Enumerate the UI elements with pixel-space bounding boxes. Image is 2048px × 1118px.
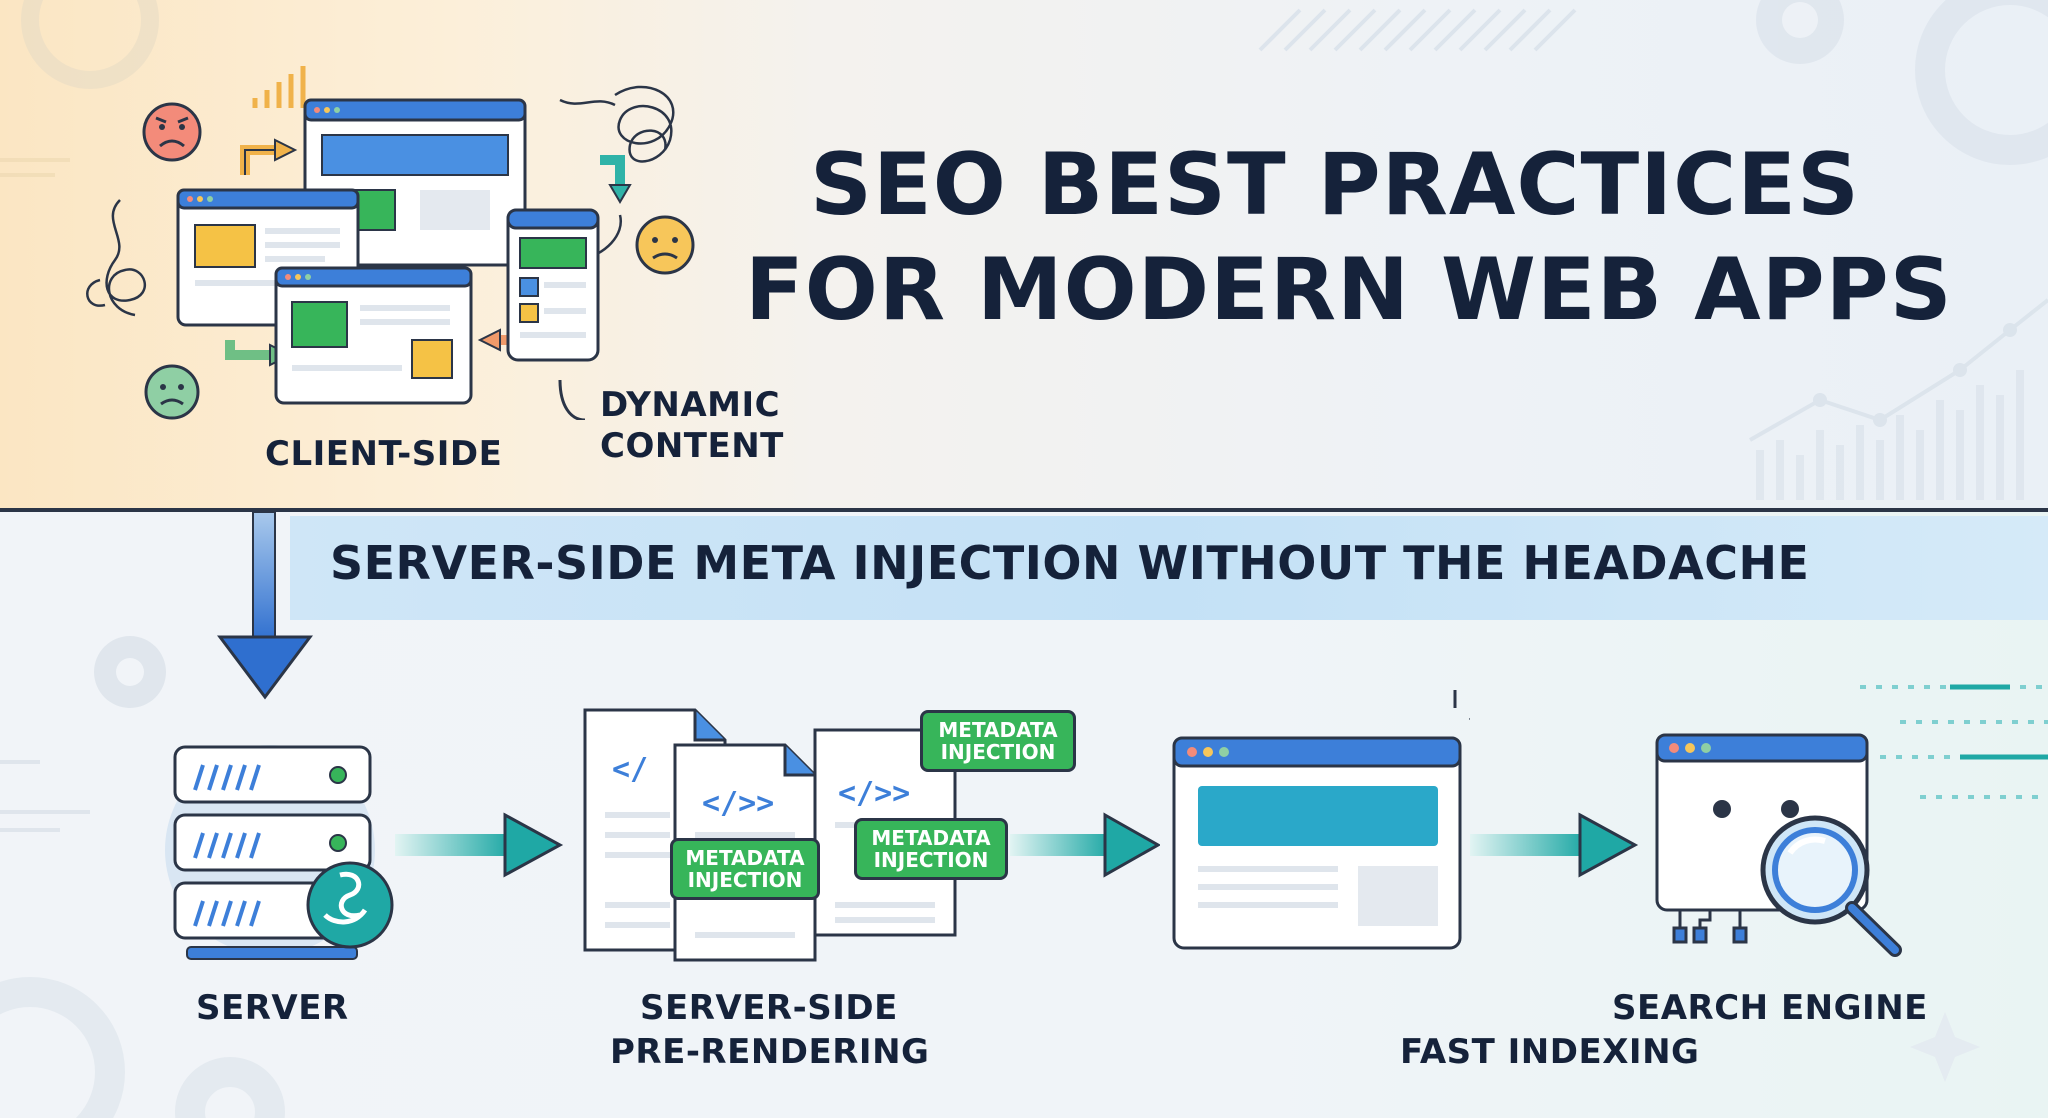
code-glyph-b: </>> — [702, 786, 775, 821]
gear-icon — [94, 636, 166, 708]
magnifier-icon — [1760, 815, 1902, 957]
tangle-scribble — [86, 85, 675, 317]
metadata-injection-tag-1: METADATA INJECTION — [920, 710, 1076, 772]
prerender-label-line1: SERVER-SIDE — [640, 988, 898, 1028]
browser-window-icon — [303, 98, 527, 267]
connector-line — [558, 379, 586, 420]
page-title-line1: SEO BEST PRACTICES — [810, 135, 1860, 235]
dynamic-content-label-line2: CONTENT — [600, 426, 784, 466]
section-divider — [0, 508, 2048, 512]
browser-window-icon — [274, 266, 473, 405]
sparkle-icon — [1910, 1012, 1980, 1082]
bottom-decor — [0, 636, 2048, 1118]
sad-face-icon — [142, 102, 202, 162]
code-glyph-c: </>> — [838, 776, 911, 811]
search-engine-label: SEARCH ENGINE — [1612, 988, 1928, 1028]
server-icon — [165, 745, 394, 960]
metadata-injection-tag-3: METADATA INJECTION — [854, 818, 1008, 880]
dynamic-content-label-line1: DYNAMIC — [600, 385, 781, 425]
signal-bars-icon — [252, 66, 306, 108]
flow-arrow-2 — [1010, 812, 1160, 878]
top-decor — [0, 0, 2048, 500]
down-arrow-icon — [217, 512, 313, 700]
search-engine-icon — [1655, 733, 1902, 957]
page-title-line2: FOR MODERN WEB APPS — [745, 240, 1953, 340]
code-glyph-a: </ — [612, 752, 649, 787]
neutral-face-icon — [144, 364, 200, 420]
gear-icon — [1756, 0, 1844, 64]
subtitle-banner — [290, 516, 2048, 620]
browser-window-icon — [1172, 690, 1470, 950]
subtitle-banner-text: SERVER-SIDE META INJECTION WITHOUT THE H… — [330, 536, 1810, 590]
metadata-injection-tag-2: METADATA INJECTION — [670, 838, 820, 900]
flow-arrow-3 — [1470, 812, 1639, 878]
flow-arrow-1 — [395, 812, 564, 878]
server-label: SERVER — [196, 988, 349, 1028]
fast-indexing-label: FAST INDEXING — [1400, 1032, 1700, 1072]
worried-face-icon — [635, 215, 695, 275]
prerender-label-line2: PRE-RENDERING — [610, 1032, 930, 1072]
client-side-label: CLIENT-SIDE — [265, 434, 503, 474]
client-side-illustration — [86, 66, 695, 420]
mobile-device-icon — [506, 208, 600, 362]
